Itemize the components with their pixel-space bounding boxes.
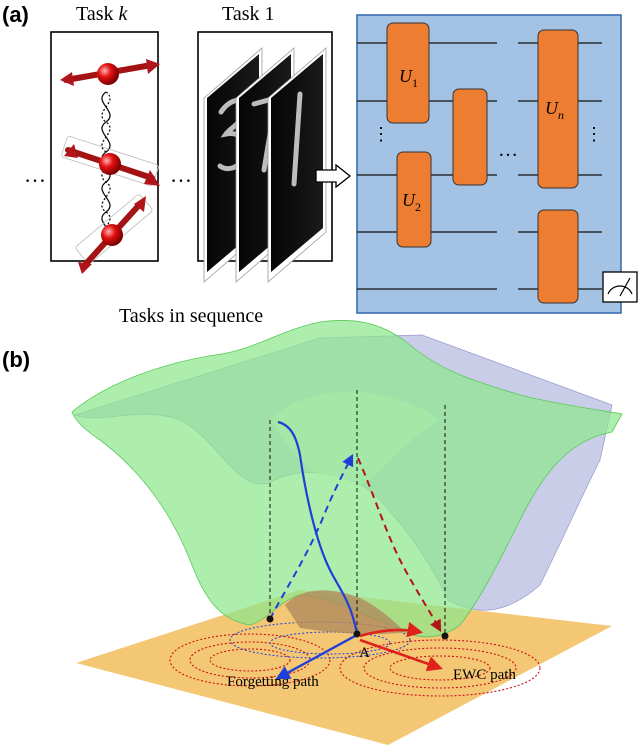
circuit-hdots: … xyxy=(498,139,518,161)
digit-frame-1 xyxy=(267,47,327,283)
point-a xyxy=(353,630,361,638)
task-ellipsis-middle: … xyxy=(170,162,192,187)
ewc-path-curve xyxy=(357,457,443,672)
quantum-circuit: U1 U2 Un ⋮ ⋮ … xyxy=(356,14,638,314)
forgetting-path-label: Forgetting path xyxy=(227,674,319,690)
loss-surface-task-a xyxy=(71,320,623,638)
circuit-vdots-right: ⋮ xyxy=(585,124,603,144)
gate-middle xyxy=(452,88,488,186)
panel-b-label: (b) xyxy=(2,347,30,372)
spin-1 xyxy=(60,59,160,86)
gate-u1-label: U1 xyxy=(399,66,418,90)
gate-un xyxy=(537,29,579,189)
task-k-box xyxy=(50,31,160,274)
spin-2 xyxy=(61,136,160,186)
circuit-vdots-left: ⋮ xyxy=(372,124,390,144)
point-a-label: A xyxy=(359,645,370,661)
gate-u1 xyxy=(386,22,430,124)
tasks-caption: Tasks in sequence xyxy=(119,305,263,327)
sequence-arrow xyxy=(315,163,352,189)
task-1-title: Task 1 xyxy=(222,3,274,25)
spin-3 xyxy=(75,194,153,274)
task-k-title: Task k xyxy=(76,3,128,25)
panel-a-label: (a) xyxy=(2,2,29,27)
task-1-box xyxy=(197,31,333,283)
forgetting-path-curve xyxy=(269,420,359,680)
gate-u2-label: U2 xyxy=(402,190,421,214)
vertical-guides xyxy=(269,390,446,636)
gate-u2 xyxy=(396,151,432,248)
task-ellipsis-left: … xyxy=(24,162,46,187)
ewc-path-label: EWC path xyxy=(453,667,516,683)
gate-last xyxy=(537,209,579,304)
contour-lines xyxy=(169,621,541,697)
point-left-minimum xyxy=(266,615,274,623)
point-right-minimum xyxy=(441,632,449,640)
gate-un-label: Un xyxy=(545,98,564,122)
parameter-plane xyxy=(76,590,612,745)
measurement-meter-icon xyxy=(602,271,638,303)
